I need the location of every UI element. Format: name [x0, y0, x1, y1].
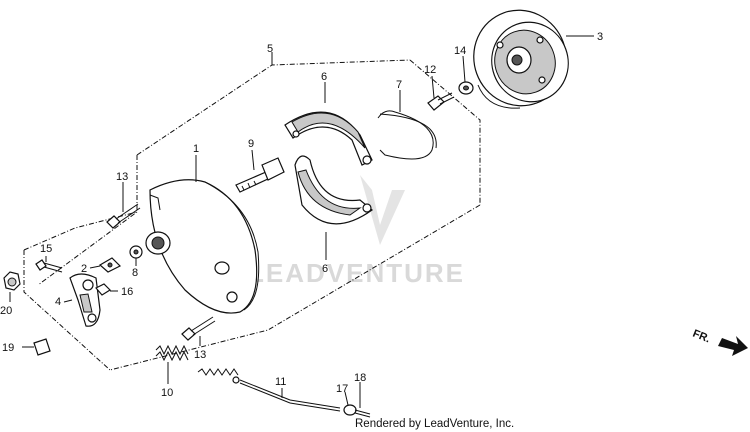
nut-16 [95, 283, 111, 296]
brake-rod-11 [197, 368, 341, 412]
label-6-upper: 6 [321, 71, 327, 83]
callout-labels: 3 14 12 5 6 7 9 1 13 6 8 2 15 16 4 20 19… [0, 31, 603, 399]
render-credit: Rendered by LeadVenture, Inc. [355, 418, 514, 430]
spring-7 [377, 110, 437, 160]
bolt-12 [427, 92, 455, 111]
joint-17 [343, 404, 357, 416]
label-6-lower: 6 [322, 263, 328, 275]
brake-panel [145, 179, 260, 314]
leader-lines [9, 35, 594, 408]
label-18: 18 [354, 372, 366, 384]
bolt-13-upper [106, 203, 141, 229]
front-direction-arrow: FR. [691, 328, 748, 356]
bolt-18 [354, 409, 371, 418]
label-13-lower: 13 [194, 349, 206, 361]
label-9: 9 [248, 138, 254, 150]
watermark: LEADVENTURE [248, 175, 465, 288]
nut-20 [3, 271, 21, 291]
watermark-text: LEADVENTURE [248, 258, 465, 288]
label-20: 20 [0, 305, 12, 317]
label-13-upper: 13 [116, 171, 128, 183]
washer-8 [129, 245, 143, 259]
brake-arm-4 [69, 273, 101, 327]
label-11: 11 [275, 376, 286, 388]
label-10: 10 [161, 387, 173, 399]
bolt-13-lower [181, 316, 216, 341]
label-14: 14 [454, 45, 466, 57]
label-5: 5 [267, 43, 273, 55]
label-4: 4 [55, 296, 61, 308]
cam-9 [235, 157, 285, 193]
brake-drum [473, 9, 569, 109]
label-3: 3 [597, 31, 603, 43]
label-12: 12 [424, 64, 436, 76]
label-8: 8 [132, 267, 138, 279]
brake-shoe-upper [284, 111, 373, 166]
clip-2 [98, 257, 122, 273]
brake-shoe-lower [294, 155, 373, 225]
washer-14 [458, 81, 474, 95]
label-19: 19 [2, 342, 14, 354]
spring-10 [155, 344, 189, 362]
label-2: 2 [81, 263, 87, 275]
label-16: 16 [121, 286, 133, 298]
label-17: 17 [336, 383, 348, 395]
direction-label: FR. [691, 328, 712, 346]
bolt-15 [35, 259, 63, 273]
pin-19 [33, 338, 51, 356]
label-1: 1 [193, 143, 199, 155]
label-7: 7 [396, 79, 402, 91]
label-15: 15 [40, 243, 52, 255]
